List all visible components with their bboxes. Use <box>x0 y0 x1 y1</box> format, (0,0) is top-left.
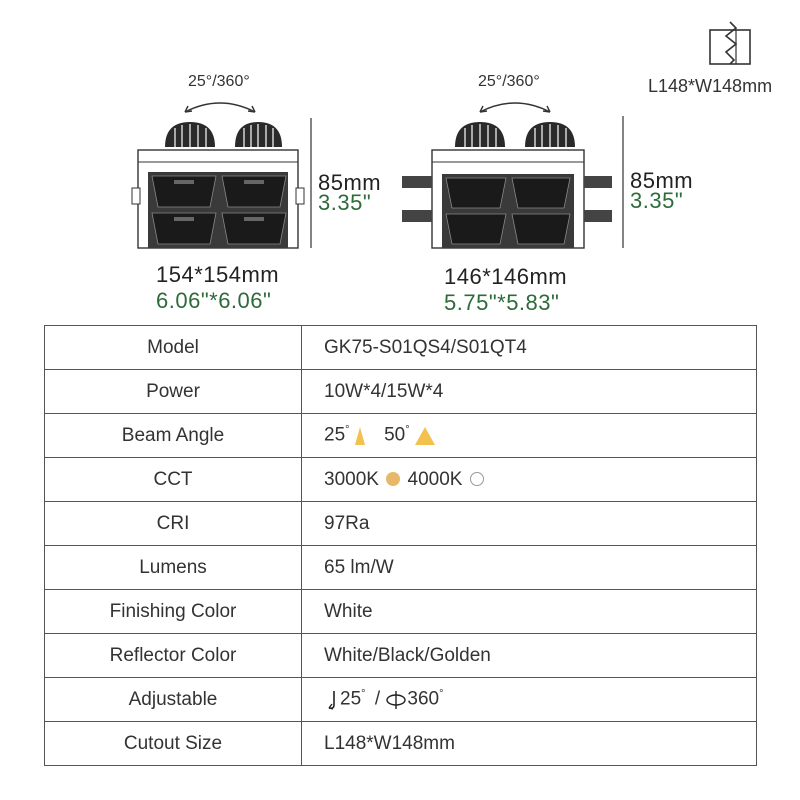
spec-value: GK75-S01QS4/S01QT4 <box>301 325 757 370</box>
spec-label: Power <box>44 369 302 414</box>
spec-label: Adjustable <box>44 677 302 722</box>
cct-4000k: 4000K <box>407 468 463 490</box>
tilt-value: 25 <box>340 688 362 710</box>
spec-value-beam: 25° 50° <box>301 413 757 458</box>
table-row-beam-angle: Beam Angle 25° 50° <box>44 413 757 458</box>
wide-beam-icon <box>414 426 435 445</box>
degree-symbol: ° <box>345 424 350 437</box>
cutout-size-label: L148*W148mm <box>648 76 773 96</box>
spec-value-cct: 3000K 4000K <box>301 457 757 502</box>
spec-value: L148*W148mm <box>301 721 757 766</box>
spec-value: 10W*4/15W*4 <box>301 369 757 414</box>
table-row-cri: CRI 97Ra <box>44 501 757 546</box>
table-row-lumens: Lumens 65 lm/W <box>44 545 757 590</box>
left-height-line <box>310 118 312 248</box>
spec-value: White/Black/Golden <box>301 633 757 678</box>
degree-symbol: ° <box>439 688 444 701</box>
table-row-finishing-color: Finishing Color White <box>44 589 757 634</box>
spec-label: CRI <box>44 501 302 546</box>
left-height-mm: 85mm <box>318 170 382 195</box>
left-size-in: 6.06"*6.06" <box>156 288 272 313</box>
separator: / <box>374 688 381 710</box>
right-size-mm: 146*146mm <box>444 264 568 289</box>
left-angle-label: 25°/360° <box>188 73 250 90</box>
right-angle-label: 25°/360° <box>478 73 540 90</box>
spec-label: Reflector Color <box>44 633 302 678</box>
spec-label: Cutout Size <box>44 721 302 766</box>
spec-table: Model GK75-S01QS4/S01QT4 Power 10W*4/15W… <box>44 325 757 766</box>
table-row-adjustable: Adjustable 25° / 360° <box>44 677 757 722</box>
cutout-wall-icon <box>709 21 751 65</box>
spec-value: 97Ra <box>301 501 757 546</box>
warm-white-dot-icon <box>386 472 401 487</box>
spec-value: 65 lm/W <box>301 545 757 590</box>
spec-label: Beam Angle <box>44 413 302 458</box>
right-fixture-drawing <box>402 102 612 249</box>
narrow-beam-icon <box>354 426 365 445</box>
rotate-arrow-icon <box>386 690 407 709</box>
cct-3000k: 3000K <box>324 468 379 490</box>
table-row-power: Power 10W*4/15W*4 <box>44 369 757 414</box>
left-size-mm: 154*154mm <box>156 262 280 287</box>
left-height-in: 3.35" <box>318 190 372 215</box>
left-fixture-drawing <box>131 102 305 249</box>
neutral-white-dot-icon <box>469 472 484 487</box>
right-height-line <box>622 116 624 248</box>
table-row-cutout-size: Cutout Size L148*W148mm <box>44 721 757 766</box>
spec-value-adjustable: 25° / 360° <box>301 677 757 722</box>
right-height-in: 3.35" <box>630 188 684 213</box>
table-row-model: Model GK75-S01QS4/S01QT4 <box>44 325 757 370</box>
beam-50-value: 50 <box>384 424 406 446</box>
spec-label: Finishing Color <box>44 589 302 634</box>
spec-label: CCT <box>44 457 302 502</box>
tilt-arrow-icon <box>328 690 335 710</box>
rotate-value: 360 <box>407 688 440 710</box>
table-row-reflector-color: Reflector Color White/Black/Golden <box>44 633 757 678</box>
right-size-in: 5.75"*5.83" <box>444 290 560 315</box>
spec-label: Lumens <box>44 545 302 590</box>
spec-label: Model <box>44 325 302 370</box>
degree-symbol: ° <box>405 424 410 437</box>
table-row-cct: CCT 3000K 4000K <box>44 457 757 502</box>
right-height-mm: 85mm <box>630 168 694 193</box>
beam-25-value: 25 <box>324 424 346 446</box>
spec-value: White <box>301 589 757 634</box>
degree-symbol: ° <box>361 688 366 701</box>
